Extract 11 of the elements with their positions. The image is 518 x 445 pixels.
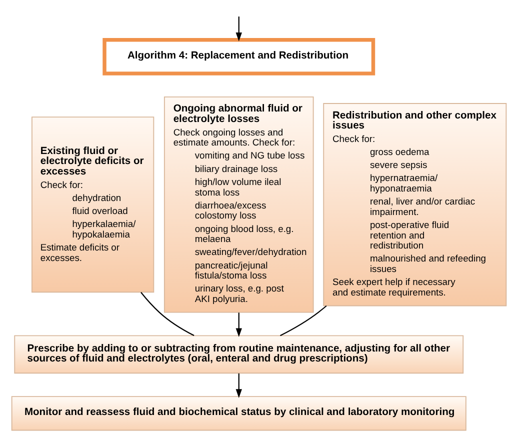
arrow [236,16,242,41]
arrow [236,372,242,398]
node-box: Prescribe by adding to or subtracting from routine maintenance, adjusting for all other sources of fluid and electrolytes (oral, enteral and drug prescriptions) [14,334,464,374]
node-box: Redistribution and other complex issues Check for: gross oedema severe sepsis hypernatraemia/ hyponatraemia renal, liver and/or cardiac impairment. post-operative fluid retention and redistribution malnourished and refeeding issues Seek expert help if necessary and estimate requirements. [323,102,507,306]
arrow [236,312,242,337]
connector [280,304,327,336]
connector [140,292,194,336]
node-box: Monitor and reassess fluid and biochemical status by clinical and laboratory monitoring [11,396,466,430]
node-box: Algorithm 4: Replacement and Redistribution [102,37,376,75]
node-box: Ongoing abnormal fluid or electrolyte losses Check ongoing losses and estimate amounts. Check for: vomiting and NG tube loss biliary drainage loss high/low volume ileal stoma loss diarrhoea/excess colostomy loss ongoing blood loss, e.g. melaena sweating/fever/dehydration pancreatic/jejunal fistula/stoma loss urinary loss, e.g. post AKI polyuria. [164,96,314,312]
node-box: Existing fluid or electrolyte deficits or excesses Check for: dehydration fluid overload hyperkalaemia/ hypokalaemia Estimate deficits or excesses. [31,116,154,292]
